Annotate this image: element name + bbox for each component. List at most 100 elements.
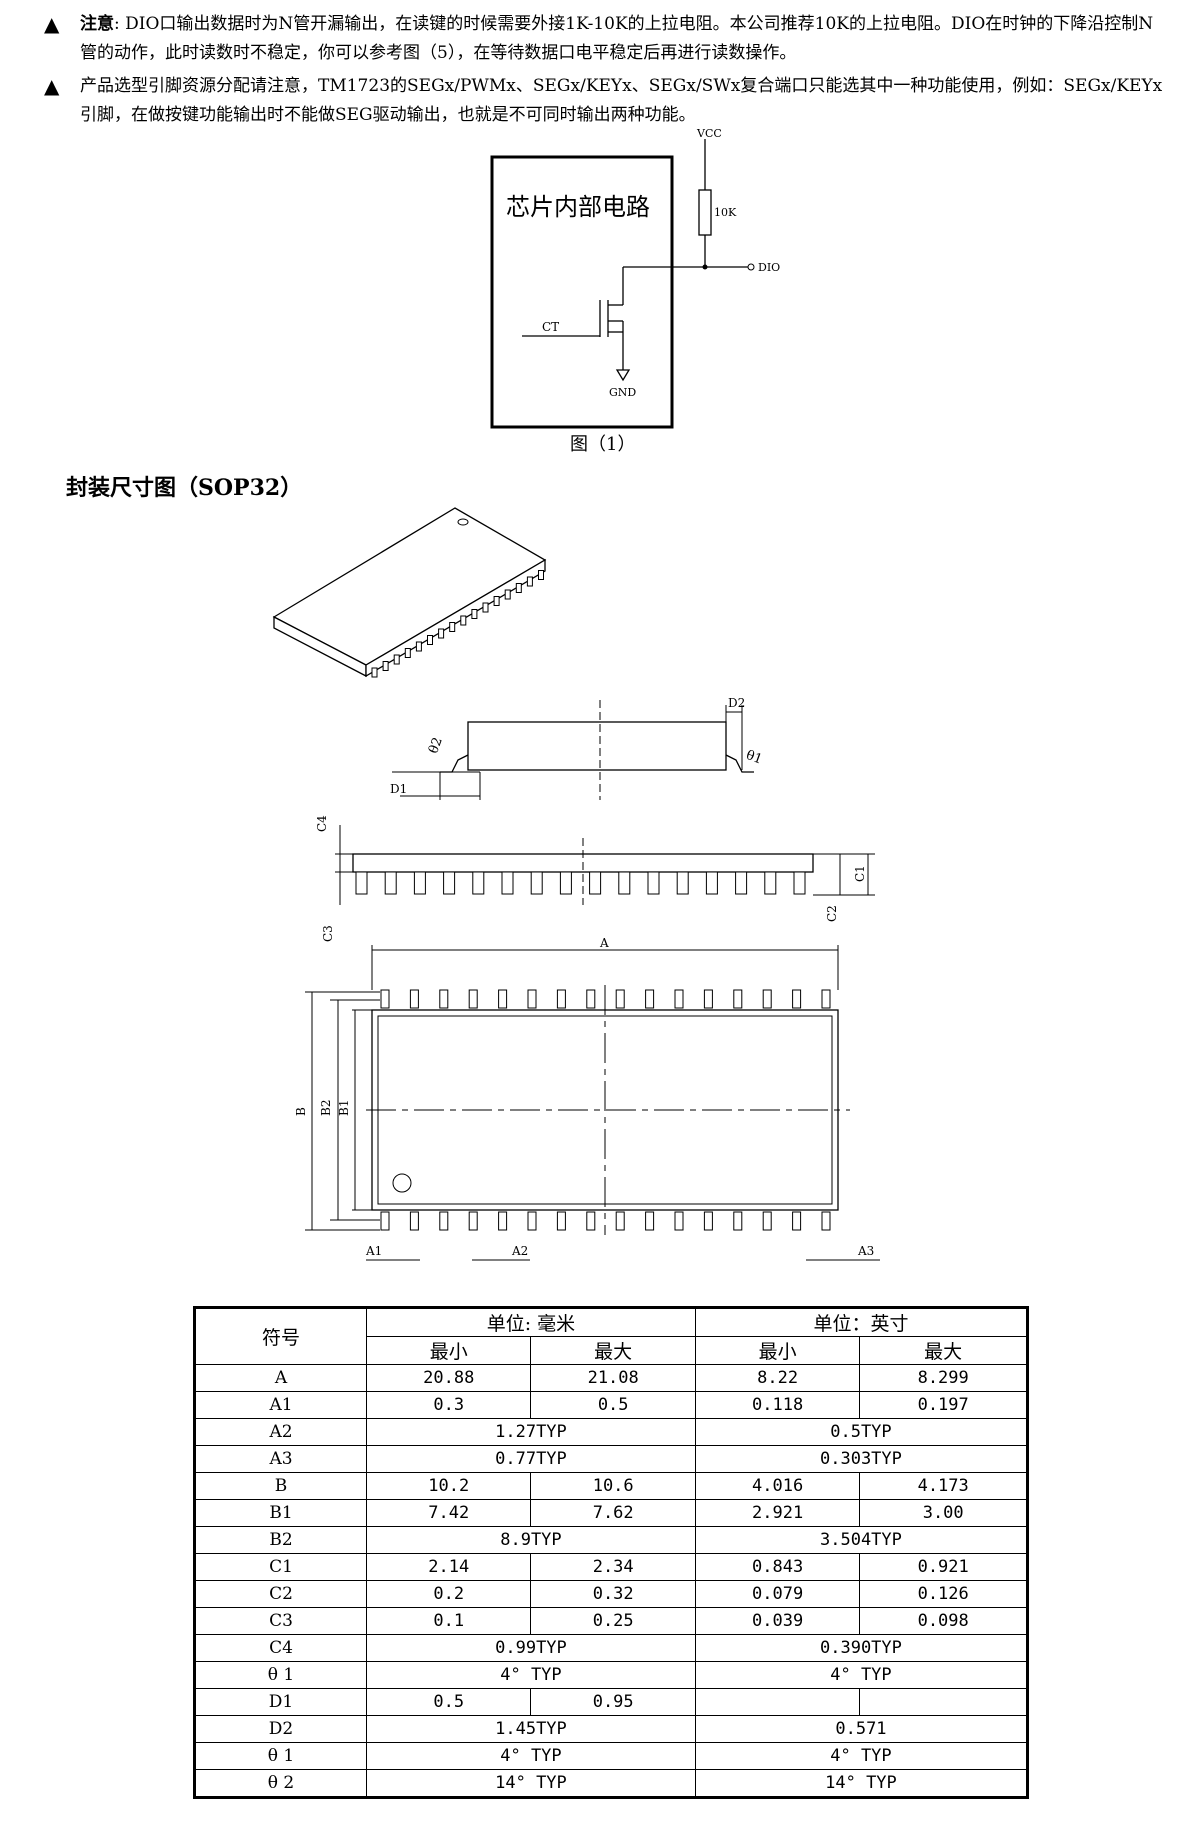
table-cell: 0.197: [859, 1391, 1028, 1419]
dim-c3: C3: [321, 925, 335, 942]
table-cell: 0.5: [365, 1688, 532, 1716]
table-cell: 4° TYP: [366, 1661, 696, 1689]
pin-lead: [371, 667, 378, 678]
table-cell: 0.1: [365, 1607, 532, 1635]
table-cell: 0.5: [530, 1391, 696, 1419]
pin-lead: [382, 661, 389, 671]
table-cell: 0.2: [365, 1580, 532, 1608]
pin-lead: [498, 989, 508, 1009]
pin-lead: [438, 628, 445, 639]
pin-lead: [556, 1211, 566, 1231]
pin-lead: [515, 583, 522, 593]
pin-lead: [556, 989, 566, 1009]
table-cell: 8.9TYP: [366, 1526, 696, 1554]
table-cell: D2: [194, 1715, 367, 1743]
gnd-label: GND: [609, 386, 636, 399]
table-cell: 0.571: [694, 1715, 1029, 1743]
table-cell: 21.08: [530, 1364, 696, 1392]
pin-lead: [355, 871, 368, 895]
note-2: ▲ 产品选型引脚资源分配请注意，TM1723的SEGx/PWMx、SEGx/KE…: [44, 72, 1164, 130]
table-cell: 10.6: [530, 1472, 696, 1500]
pin-lead: [482, 602, 489, 613]
note-1-text: : DIO口输出数据时为N管开漏输出，在读键的时候需要外接1K-10K的上拉电阻…: [80, 14, 1154, 63]
pin-lead: [530, 871, 543, 895]
pin-lead: [615, 1211, 625, 1231]
dim-b1: B1: [337, 1100, 351, 1116]
pin-lead: [460, 615, 467, 626]
pin-lead: [527, 989, 537, 1009]
table-cell: B: [194, 1472, 367, 1500]
pin-lead: [703, 989, 713, 1009]
pin-lead: [439, 989, 449, 1009]
ct-label: CT: [542, 320, 559, 334]
table-cell: 0.95: [530, 1688, 696, 1716]
table-cell: 14° TYP: [694, 1769, 1029, 1798]
dim-a2: A2: [511, 1244, 528, 1258]
figure-caption: 图（1）: [570, 434, 636, 455]
table-cell: 0.098: [859, 1607, 1028, 1635]
pin-lead: [645, 1211, 655, 1231]
pin-lead: [415, 641, 422, 652]
table-cell: θ 1: [194, 1661, 367, 1689]
table-cell: A1: [194, 1391, 367, 1419]
pin-lead: [793, 871, 806, 895]
pin-lead: [559, 871, 572, 895]
vcc-label: VCC: [696, 127, 722, 140]
table-cell: 0.5TYP: [694, 1418, 1029, 1446]
pin-lead: [821, 1211, 831, 1231]
table-cell: 0.77TYP: [366, 1445, 696, 1473]
pin-lead: [527, 1211, 537, 1231]
pin-lead: [471, 609, 478, 619]
pin-lead: [792, 1211, 802, 1231]
pin-lead: [586, 989, 596, 1009]
pin-lead: [589, 871, 602, 895]
package-3d-view: [272, 507, 547, 678]
pin-lead: [674, 989, 684, 1009]
table-cell: B1: [194, 1499, 367, 1527]
pin-lead: [413, 871, 426, 895]
dim-c2: C2: [825, 905, 839, 922]
table-cell: 4.016: [694, 1472, 861, 1500]
pin-lead: [393, 654, 400, 665]
table-cell: 10.2: [365, 1472, 532, 1500]
dim-a: A: [599, 936, 609, 950]
table-cell: 7.42: [365, 1499, 532, 1527]
dim-theta1: θ1: [744, 748, 764, 768]
package-drawing: D1 D2 θ2 θ1 C4 C3 C1 C2 A: [272, 507, 880, 1261]
dim-d1: D1: [390, 782, 407, 796]
pin-lead: [586, 1211, 596, 1231]
table-cell: 0.039: [694, 1607, 861, 1635]
pin-lead: [764, 871, 777, 895]
pin-lead: [615, 989, 625, 1009]
section-title: 封装尺寸图（SOP32）: [66, 475, 303, 501]
pin-lead: [468, 989, 478, 1009]
table-cell: 20.88: [365, 1364, 532, 1392]
table-cell: A3: [194, 1445, 367, 1473]
pin-lead: [427, 635, 433, 645]
pin-lead: [493, 596, 500, 606]
package-front-view: C4 C3 C1 C2: [315, 815, 875, 942]
table-cell: B2: [194, 1526, 367, 1554]
table-cell: 8.22: [694, 1364, 861, 1392]
package-side-view: D1 D2 θ2 θ1: [390, 696, 764, 800]
header-symbol: 符号: [194, 1307, 367, 1365]
pin-lead: [468, 1211, 478, 1231]
pin-lead: [449, 622, 456, 632]
table-cell: 7.62: [530, 1499, 696, 1527]
table-cell: [694, 1688, 861, 1716]
table-cell: C3: [194, 1607, 367, 1635]
pin-lead: [538, 570, 544, 580]
dim-d2: D2: [728, 696, 745, 710]
table-cell: 2.921: [694, 1499, 861, 1527]
table-cell: 3.504TYP: [694, 1526, 1029, 1554]
table-cell: 0.25: [530, 1607, 696, 1635]
header-inch: 单位：英寸: [694, 1307, 1029, 1337]
